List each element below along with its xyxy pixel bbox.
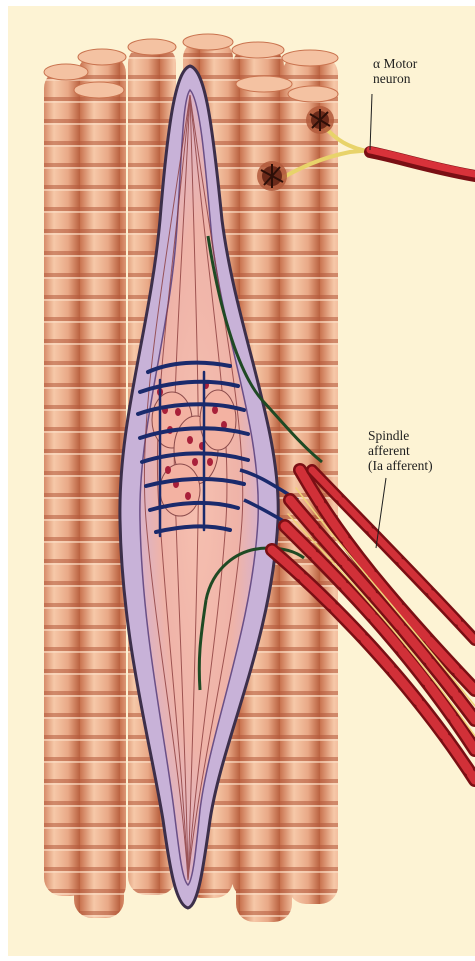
spindle-label-line2: afferent	[368, 443, 433, 458]
fiber-cap	[183, 34, 233, 50]
end-plate	[257, 161, 287, 191]
fiber-cap	[128, 39, 176, 55]
fiber-cap	[44, 64, 88, 80]
motor-label-line1: α Motor	[373, 56, 417, 71]
fiber-cap	[288, 86, 338, 102]
fiber	[74, 88, 124, 918]
fiber-cap	[74, 82, 124, 98]
fiber-cap	[232, 42, 284, 58]
fiber-cap	[236, 76, 292, 92]
nuclear-bag	[200, 390, 236, 450]
spindle-label-line1: Spindle	[368, 428, 433, 443]
end-plate	[306, 106, 334, 134]
motor-neuron-label: α Motor neuron	[373, 56, 417, 86]
fiber-cap	[282, 50, 338, 66]
spindle-afferent-label: Spindle afferent (Ia afferent)	[368, 428, 433, 473]
spindle-label-line3: (Ia afferent)	[368, 458, 433, 473]
fiber-cap	[78, 49, 126, 65]
motor-label-line2: neuron	[373, 71, 417, 86]
